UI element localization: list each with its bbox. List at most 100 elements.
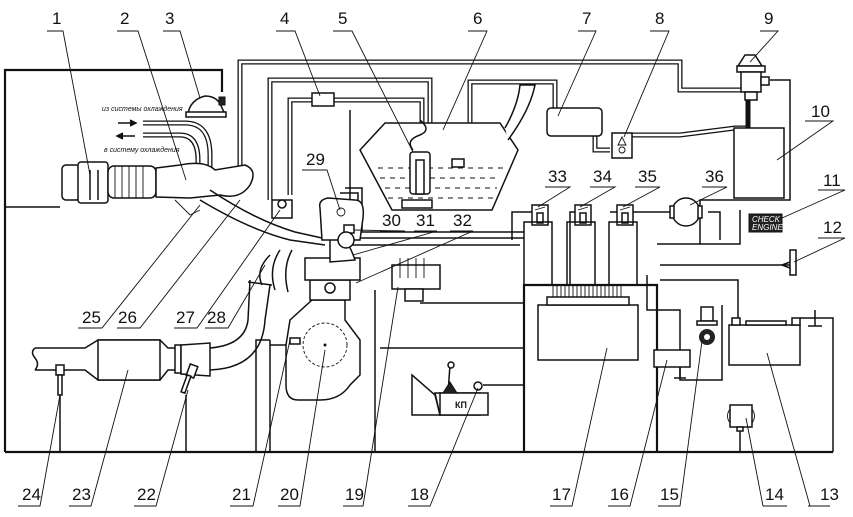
callout-6: 6 — [442, 9, 488, 131]
callout-34: 34 — [579, 167, 617, 208]
mass-air-flow-sensor — [61, 161, 254, 216]
svg-text:10: 10 — [811, 102, 830, 121]
check-valve — [611, 132, 633, 159]
fan-motor — [669, 197, 703, 227]
svg-text:35: 35 — [638, 167, 657, 186]
callout-35: 35 — [622, 167, 661, 208]
check-engine-lamp: CHECK ENGINE — [748, 213, 783, 233]
callout-1: 1 — [47, 9, 91, 176]
svg-text:29: 29 — [306, 150, 325, 169]
fuel-pump-module — [401, 119, 433, 209]
callout-14: 14 — [745, 417, 787, 507]
check-engine-text-1: CHECK — [752, 215, 781, 224]
relay-35 — [608, 204, 638, 286]
engine-block — [199, 189, 365, 401]
return-line-inner — [238, 60, 745, 190]
fuel-filter — [311, 92, 335, 107]
callout-2: 2 — [117, 9, 187, 181]
svg-text:13: 13 — [820, 485, 839, 504]
diagnostic-connector — [779, 249, 797, 276]
callout-12: 12 — [793, 218, 846, 263]
callout-36: 36 — [689, 167, 728, 206]
oxygen-sensor-2 — [55, 364, 65, 396]
coolant-temperature-sensor — [185, 95, 227, 118]
callout-4: 4 — [276, 9, 321, 97]
exhaust-system — [31, 279, 273, 381]
svg-text:7: 7 — [582, 9, 591, 28]
relay-33 — [523, 204, 553, 286]
check-engine-text-2: ENGINE — [752, 223, 783, 232]
callout-23: 23 — [69, 369, 129, 507]
coolant-out-inner — [143, 133, 200, 190]
callout-24: 24 — [18, 394, 61, 507]
svg-text:23: 23 — [72, 485, 91, 504]
svg-text:3: 3 — [165, 9, 174, 28]
svg-text:32: 32 — [453, 211, 472, 230]
callout-26: 26 — [117, 199, 241, 329]
fuse-block — [653, 349, 691, 379]
svg-text:20: 20 — [280, 485, 299, 504]
battery — [728, 310, 822, 366]
svg-text:17: 17 — [552, 485, 571, 504]
fuel-tank — [359, 84, 536, 211]
svg-text:12: 12 — [823, 218, 842, 237]
callout-30: 30 — [353, 211, 406, 232]
svg-text:9: 9 — [764, 9, 773, 28]
callout-8: 8 — [623, 9, 670, 138]
svg-text:30: 30 — [382, 211, 401, 230]
arrow-right-icon — [118, 119, 138, 127]
svg-text:11: 11 — [823, 171, 841, 190]
callout-10: 10 — [776, 102, 835, 161]
wire-11 — [657, 210, 741, 245]
callout-20: 20 — [278, 349, 326, 507]
svg-text:21: 21 — [232, 485, 251, 504]
arrow-left-icon — [115, 132, 135, 140]
evap-canister — [546, 107, 603, 137]
adsorber — [733, 127, 785, 199]
callout-15: 15 — [658, 340, 703, 507]
svg-text:36: 36 — [705, 167, 724, 186]
left-wire-loop — [3, 68, 224, 452]
crankshaft-position-sensor — [289, 337, 301, 345]
svg-text:18: 18 — [410, 485, 429, 504]
coolant-annotations: из системы охлаждения в систему охлажден… — [102, 105, 183, 154]
gearbox: КП — [411, 361, 489, 416]
svg-text:24: 24 — [22, 485, 41, 504]
callout-3: 3 — [163, 9, 201, 99]
svg-text:1: 1 — [52, 9, 61, 28]
ignition-relay — [727, 404, 755, 432]
wire-13-minus — [800, 317, 834, 452]
oxygen-sensor-1 — [180, 363, 199, 395]
callout-5: 5 — [333, 9, 414, 153]
svg-text:15: 15 — [660, 485, 679, 504]
svg-text:16: 16 — [610, 485, 629, 504]
svg-text:2: 2 — [120, 9, 129, 28]
relay34-wire — [569, 211, 575, 285]
callout-19: 19 — [343, 286, 399, 507]
callout-18: 18 — [408, 387, 479, 507]
fuelpump-relay-wire — [708, 211, 721, 240]
svg-text:34: 34 — [593, 167, 612, 186]
wire-13-plus — [660, 279, 739, 320]
callout-13: 13 — [766, 352, 839, 507]
callout-9: 9 — [749, 9, 780, 63]
svg-text:19: 19 — [345, 485, 364, 504]
callout-16: 16 — [608, 359, 668, 507]
coolant-to-text: в систему охлаждения — [104, 146, 180, 154]
callout-labels: 1 2 3 4 5 6 7 8 9 10 11 12 13 14 15 16 1… — [18, 9, 846, 507]
ecu — [537, 285, 639, 361]
callout-27: 27 — [174, 209, 281, 329]
callout-21: 21 — [230, 339, 291, 507]
gearbox-label: КП — [455, 400, 467, 410]
svg-text:6: 6 — [473, 9, 482, 28]
callout-25: 25 — [78, 204, 201, 329]
coolant-from-text: из системы охлаждения — [102, 105, 183, 113]
svg-text:8: 8 — [655, 9, 664, 28]
ignition-switch — [696, 306, 718, 345]
svg-text:22: 22 — [137, 485, 156, 504]
svg-text:25: 25 — [82, 308, 101, 327]
callout-33: 33 — [537, 167, 572, 208]
callout-31: 31 — [352, 211, 438, 256]
fuel-feed-inner — [288, 98, 424, 195]
